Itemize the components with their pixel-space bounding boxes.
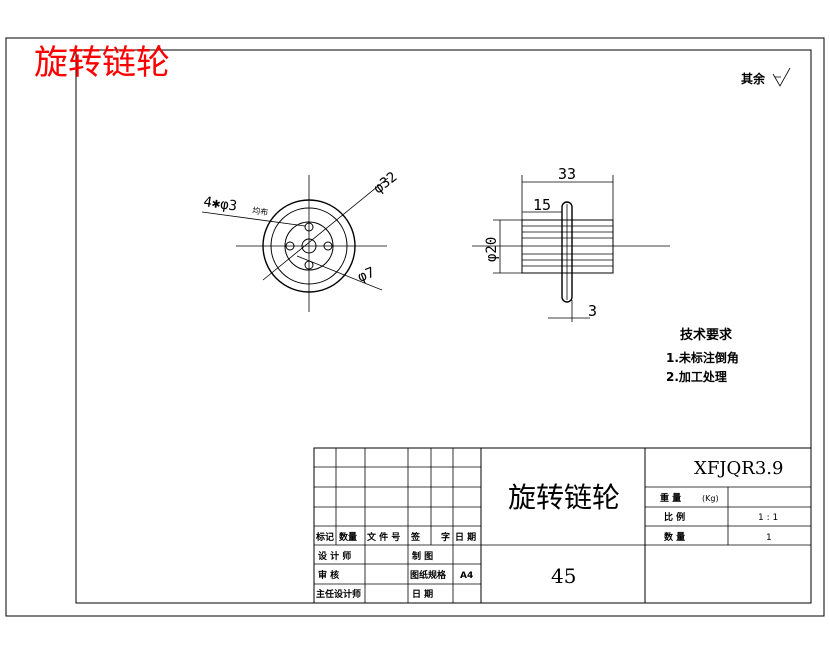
dim-thickness: 3 <box>588 302 597 320</box>
hub-circle <box>284 221 334 271</box>
dim-bore-diameter: φ7 <box>356 265 378 286</box>
tb-reviewer-label: 审 核 <box>318 569 339 581</box>
tb-header-char: 字 <box>441 531 450 543</box>
dim-leader-bore <box>296 255 383 291</box>
sprocket-plate <box>561 201 573 303</box>
dim-diameter: φ20 <box>484 237 500 262</box>
tb-scale-label: 比 例 <box>664 511 685 523</box>
dim-hole-pattern-note: 均布 <box>252 205 269 217</box>
tech-requirement-item: 1.未标注倒角 <box>666 350 739 365</box>
tb-header-docno: 文 件 号 <box>366 531 400 543</box>
outer-border <box>5 37 825 617</box>
tb-qty-value: 1 <box>766 533 772 543</box>
title-block-frame <box>313 447 812 604</box>
front-view: φ32 φ7 4✱φ3 均布 <box>201 169 401 312</box>
title-block: 标记 数量 文 件 号 签 字 日 期 设 计 师 制 图 审 核 图纸规格 A… <box>313 447 812 604</box>
tb-material: 45 <box>551 564 576 588</box>
tb-designer-label: 设 计 师 <box>318 550 351 562</box>
outer-circle <box>262 199 356 293</box>
bore-circle <box>301 238 317 254</box>
tb-header-mark: 标记 <box>315 531 334 543</box>
dim-offset: 15 <box>533 196 551 214</box>
second-circle <box>270 207 348 285</box>
surface-finish-note: 其余 <box>741 67 791 87</box>
tech-requirements: 技术要求 1.未标注倒角 2.加工处理 <box>666 327 739 384</box>
tb-header-qty: 数量 <box>339 531 357 543</box>
bolt-hole <box>304 222 314 232</box>
surface-finish-symbol <box>772 67 791 87</box>
hub-body <box>521 219 614 274</box>
tb-weight-unit: (Kg) <box>702 494 719 503</box>
tb-weight-label: 重 量 <box>660 492 681 504</box>
dim-hole-pattern: 4✱φ3 <box>202 194 238 215</box>
dim-length: 33 <box>558 165 576 183</box>
watermark-title: 旋转链轮 <box>34 43 170 83</box>
tb-paper-label: 图纸规格 <box>410 569 447 581</box>
surface-finish-label: 其余 <box>741 71 766 86</box>
tb-drawing-no: XFJQR3.9 <box>694 458 783 479</box>
tb-scale-value: 1 : 1 <box>758 513 778 523</box>
tb-chief-label: 主任设计师 <box>316 588 361 600</box>
dim-outer-diameter: φ32 <box>371 169 401 197</box>
side-view: 33 15 φ20 3 <box>472 165 670 322</box>
tb-drafter-label: 制 图 <box>412 550 433 562</box>
tech-requirement-item: 2.加工处理 <box>666 369 727 384</box>
tech-requirements-title: 技术要求 <box>680 327 733 343</box>
bolt-hole <box>285 241 295 251</box>
hub-hatch <box>522 225 613 267</box>
tb-paper-size: A4 <box>460 571 473 581</box>
dim-leader-holes <box>201 211 306 227</box>
tb-qty-label: 数 量 <box>664 531 685 543</box>
tb-header-sign: 签 <box>410 531 421 543</box>
inner-frame <box>75 49 812 604</box>
dim-leader-outer <box>262 177 389 281</box>
tb-part-name: 旋转链轮 <box>508 481 620 514</box>
tb-header-date: 日 期 <box>455 531 476 543</box>
bolt-hole <box>323 241 333 251</box>
tb-date-label: 日 期 <box>412 588 433 600</box>
